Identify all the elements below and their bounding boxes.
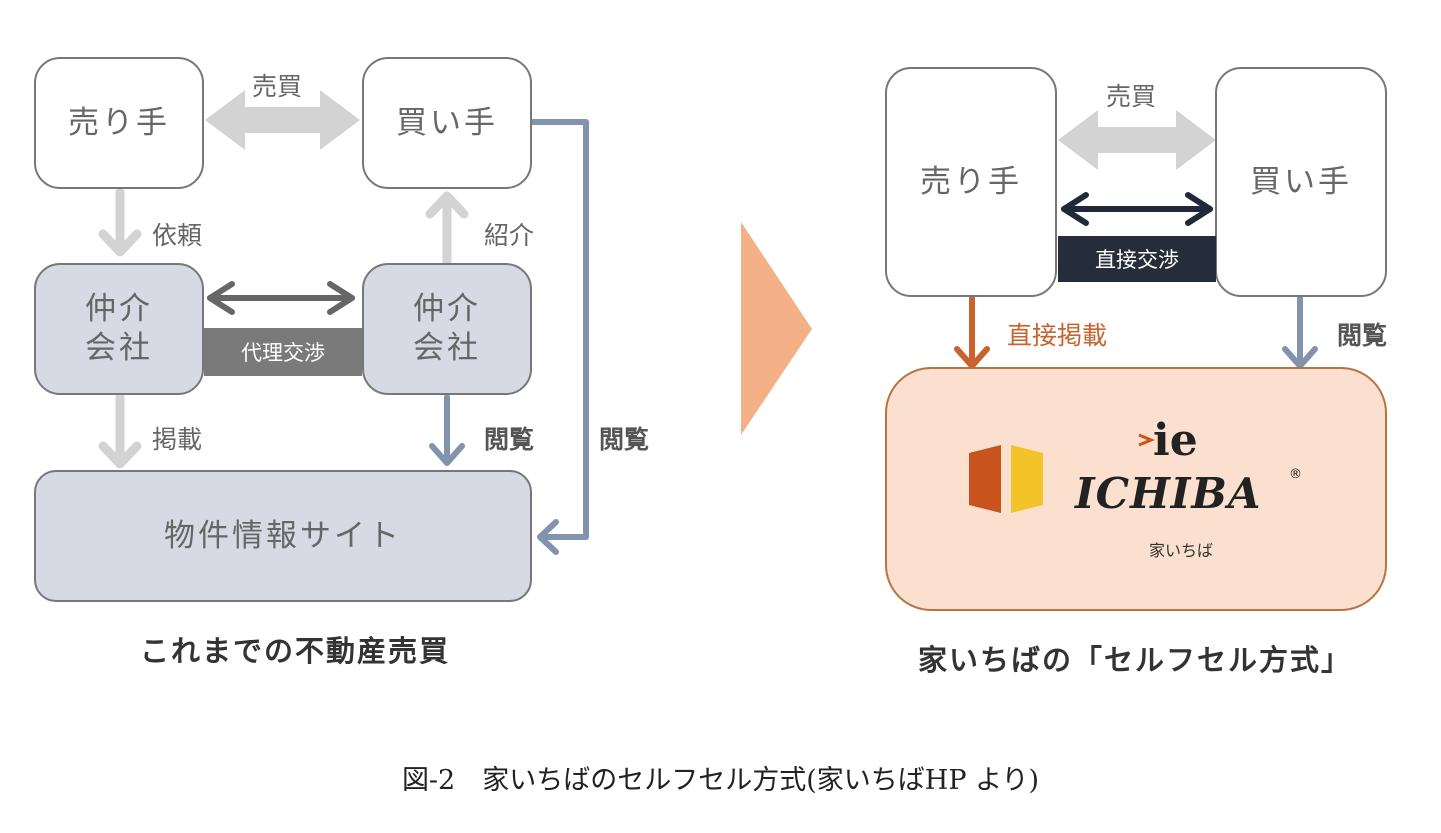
figure-caption: 図-2 家いちばのセルフセル方式(家いちばHP より): [401, 765, 1040, 796]
introduce-arrow: [425, 191, 469, 267]
property-site-label: 物件情報サイト: [164, 517, 402, 554]
proxy-negotiation-band: 代理交渉: [204, 328, 362, 376]
right-trade-double-arrow: [1058, 110, 1216, 170]
seller-box: 売り手: [34, 57, 204, 189]
right-buyer-label: 買い手: [1250, 163, 1352, 200]
right-buyer-box: 買い手: [1215, 67, 1387, 297]
view-arrow-buyer: [530, 119, 589, 555]
agent-right-line1: 仲介: [413, 291, 481, 328]
property-site-box: 物件情報サイト: [34, 470, 532, 602]
buyer-label: 買い手: [396, 104, 498, 141]
right-view-arrow: [1282, 295, 1318, 369]
direct-negotiation-band: 直接交渉: [1058, 236, 1216, 282]
view-label-buyer: 閲覧: [599, 425, 650, 454]
introduce-label: 紹介: [484, 221, 535, 250]
direct-post-label: 直接掲載: [1007, 321, 1108, 350]
seller-label: 売り手: [68, 104, 170, 141]
right-trade-label: 売買: [1106, 82, 1157, 111]
right-seller-label: 売り手: [920, 163, 1022, 200]
logo-kana-text: 家いちば: [1149, 541, 1214, 560]
right-seller-box: 売り手: [885, 67, 1057, 297]
direct-negotiation-double-arrow: [1061, 192, 1213, 226]
transition-arrow-shape: [741, 222, 812, 435]
agent-box-left: 仲介 会社: [34, 263, 204, 395]
ie-ichiba-logo-mark: [969, 445, 1043, 513]
direct-post-arrow: [954, 295, 990, 369]
right-caption: 家いちばの「セルフセル方式」: [918, 643, 1353, 677]
ie-arrow-mark: [1138, 433, 1155, 447]
trade-label: 売買: [252, 72, 303, 101]
agent-double-arrow: [207, 281, 355, 315]
left-caption: これまでの不動産売買: [140, 634, 451, 668]
trade-double-arrow: [205, 90, 360, 150]
ie-ichiba-site-box: ie ICHIBA ® 家いちば: [885, 367, 1387, 611]
logo-ichiba-text: ICHIBA: [1075, 469, 1262, 518]
request-label: 依頼: [152, 221, 203, 250]
agent-box-right: 仲介 会社: [362, 263, 532, 395]
agent-left-line2: 会社: [85, 330, 153, 366]
right-view-label: 閲覧: [1337, 321, 1388, 350]
buyer-box: 買い手: [362, 57, 532, 189]
view-label-agent: 閲覧: [484, 425, 535, 454]
view-arrow-agent: [429, 394, 465, 466]
post-arrow: [98, 392, 142, 469]
post-label: 掲載: [152, 425, 203, 454]
logo-ie-text: ie: [1153, 415, 1198, 466]
logo-registered-mark: ®: [1289, 467, 1302, 482]
agent-left-line1: 仲介: [85, 291, 153, 328]
request-arrow: [98, 187, 142, 257]
agent-right-line2: 会社: [413, 330, 481, 366]
